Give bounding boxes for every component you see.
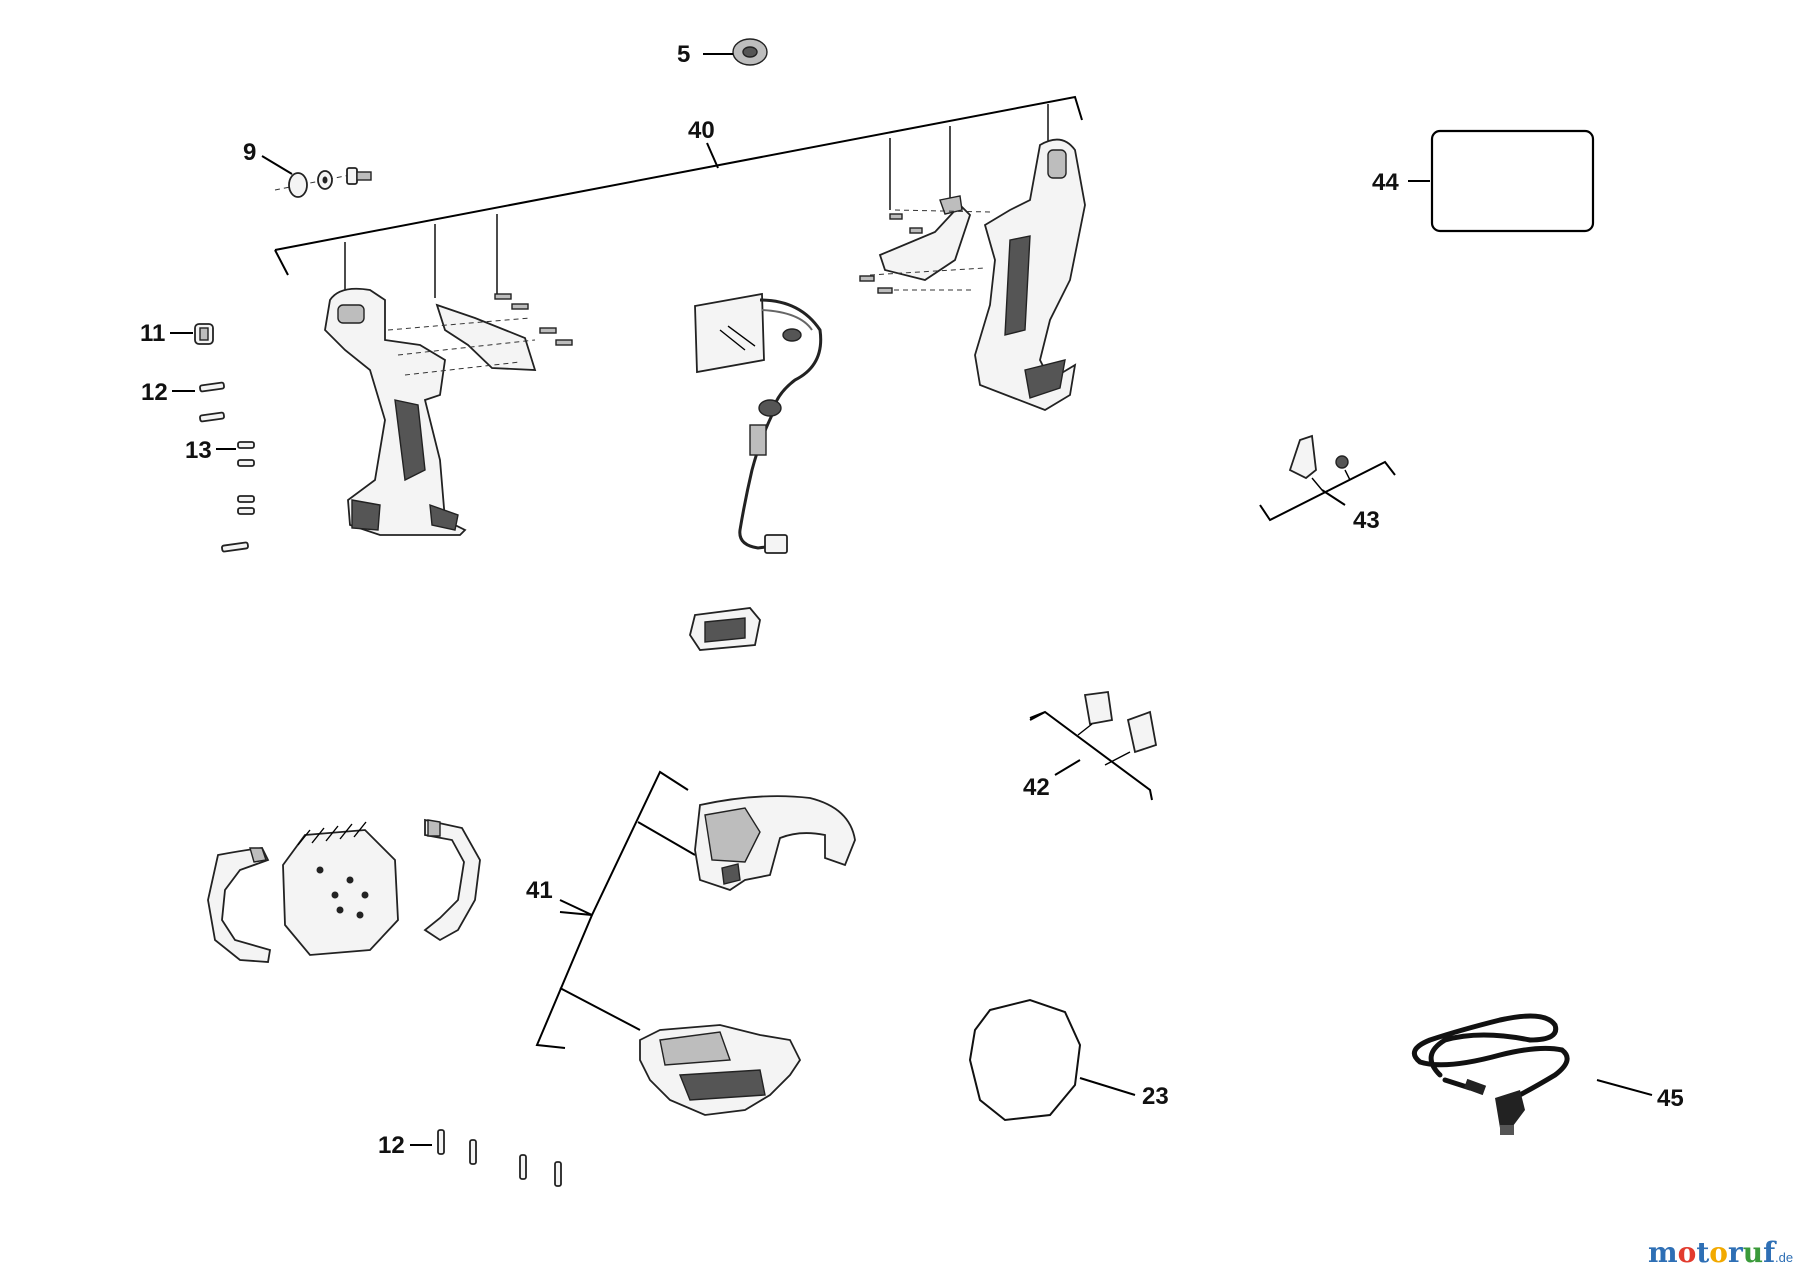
callout-45: 45 [1657, 1085, 1684, 1112]
leader-23 [1079, 1077, 1136, 1096]
callout-12-upper: 12 [141, 379, 168, 406]
right-housing-half [859, 138, 1086, 411]
part-41-front-cover-set [535, 770, 856, 1116]
leader-41 [559, 899, 593, 916]
part-9-washer-set [274, 167, 372, 198]
bracket-40 [274, 95, 1083, 300]
part-45-car-charger-cable [1411, 1013, 1570, 1135]
callout-23: 23 [1142, 1083, 1169, 1110]
part-12-screws-upper [199, 381, 225, 423]
watermark-brand: motoruf [1648, 1236, 1777, 1269]
callout-40: 40 [688, 117, 715, 144]
callout-43: 43 [1353, 507, 1380, 534]
callout-41: 41 [526, 877, 553, 904]
part-11-rivet [194, 323, 214, 345]
part-12-screws-lower [437, 1129, 562, 1187]
part-43-belt-clip [1259, 434, 1396, 522]
battery-connector [689, 607, 761, 651]
callout-44: 44 [1372, 169, 1399, 196]
callout-9: 9 [243, 139, 256, 166]
part-44-label [1430, 129, 1595, 233]
callout-12-lower: 12 [378, 1132, 405, 1159]
callout-11: 11 [140, 320, 165, 347]
leader-9 [261, 155, 293, 175]
part-23-lens [968, 998, 1082, 1122]
part-5-cap [732, 38, 768, 66]
part-42-clips [1029, 690, 1158, 801]
callout-5: 5 [677, 41, 690, 68]
callout-42: 42 [1023, 774, 1050, 801]
wiring-harness [694, 292, 823, 554]
watermark-suffix: .de [1775, 1250, 1793, 1265]
heatsink-assembly [207, 818, 481, 963]
callout-13: 13 [185, 437, 212, 464]
left-housing-half [324, 287, 573, 536]
part-13-screws [221, 441, 255, 553]
leader-45 [1596, 1079, 1653, 1096]
motoruf-watermark: motoruf .de [1648, 1236, 1793, 1269]
